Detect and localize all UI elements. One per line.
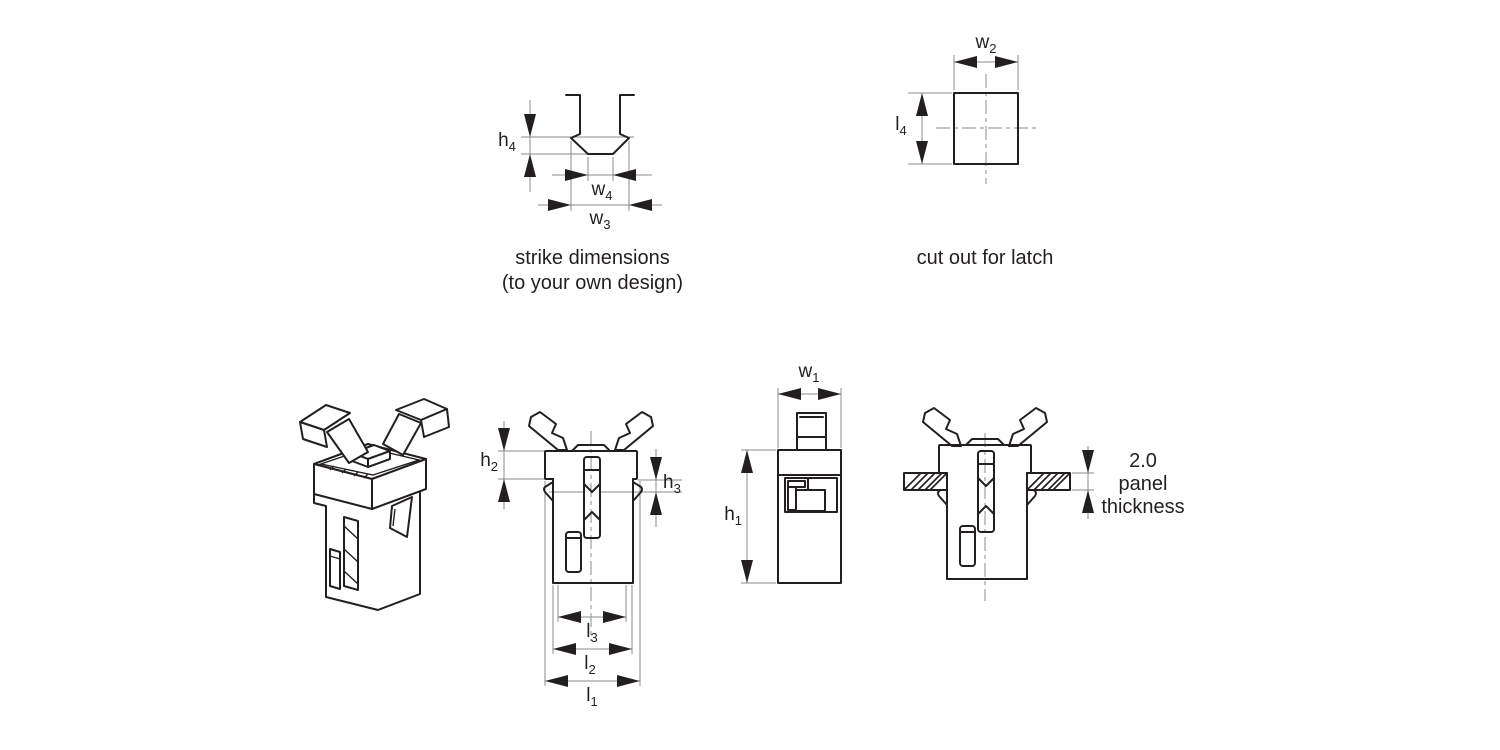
dim-label-h1: h1 (724, 504, 742, 528)
side-button (796, 412, 827, 451)
front-right-barb (632, 481, 643, 502)
perspective-lower-slot (329, 548, 341, 590)
dim-label-l1: l1 (586, 685, 598, 709)
front-right-wing (614, 411, 654, 451)
side-body (777, 449, 842, 584)
side-latch-window (784, 477, 838, 513)
mounted-right-barb (1026, 485, 1037, 506)
dim-label-l3: l3 (586, 621, 598, 645)
strike-caption-line1: strike dimensions (515, 247, 670, 269)
cutout-caption-line1: cut out for latch (916, 247, 1054, 269)
cutout-view-caption: cut out for latch (885, 246, 1085, 271)
panel-thickness-annotation: 2.0 panel thickness (1084, 450, 1202, 519)
front-head-outline (544, 450, 638, 480)
latch-perspective-drawing (299, 398, 450, 611)
cutout-square (953, 92, 1019, 165)
latch-mounted-view-drawing (903, 407, 1094, 601)
front-center-slot (583, 456, 601, 539)
front-left-wing (528, 411, 568, 451)
mounted-center-slot (977, 450, 995, 533)
dim-label-l2: l2 (584, 653, 596, 677)
dim-label-h4: h4 (498, 130, 516, 154)
mounted-left-wing (922, 407, 962, 447)
strike-profile-drawing (521, 94, 662, 211)
latch-side-view-drawing (741, 388, 842, 584)
perspective-right-wing (382, 413, 422, 456)
front-left-barb (543, 481, 554, 502)
perspective-side-barb (389, 496, 413, 538)
dim-label-w3: w3 (589, 208, 611, 232)
dim-label-w1: w1 (798, 361, 820, 385)
panel-thickness-label-line1: panel (1118, 473, 1168, 495)
mounted-right-wing (1008, 407, 1048, 447)
latch-front-view-drawing (498, 411, 682, 687)
strike-caption-line2: (to your own design) (501, 272, 684, 294)
strike-view-caption: strike dimensions (to your own design) (470, 246, 715, 296)
strike-channel-profile (565, 94, 635, 155)
panel-thickness-label-line2: thickness (1101, 496, 1185, 518)
mounted-left-barb (937, 485, 948, 506)
dim-label-l4: l4 (895, 114, 907, 138)
perspective-left-wing (326, 418, 369, 464)
mounted-lower-slot (959, 525, 976, 567)
panel-thickness-value: 2.0 (1129, 450, 1157, 472)
dim-label-w2: w2 (975, 32, 997, 56)
dim-label-h2: h2 (480, 450, 498, 474)
dim-label-w4: w4 (591, 179, 613, 203)
front-lower-slot (565, 531, 582, 573)
latch-cutout-drawing (908, 55, 1038, 184)
dim-label-h3: h3 (663, 472, 681, 496)
